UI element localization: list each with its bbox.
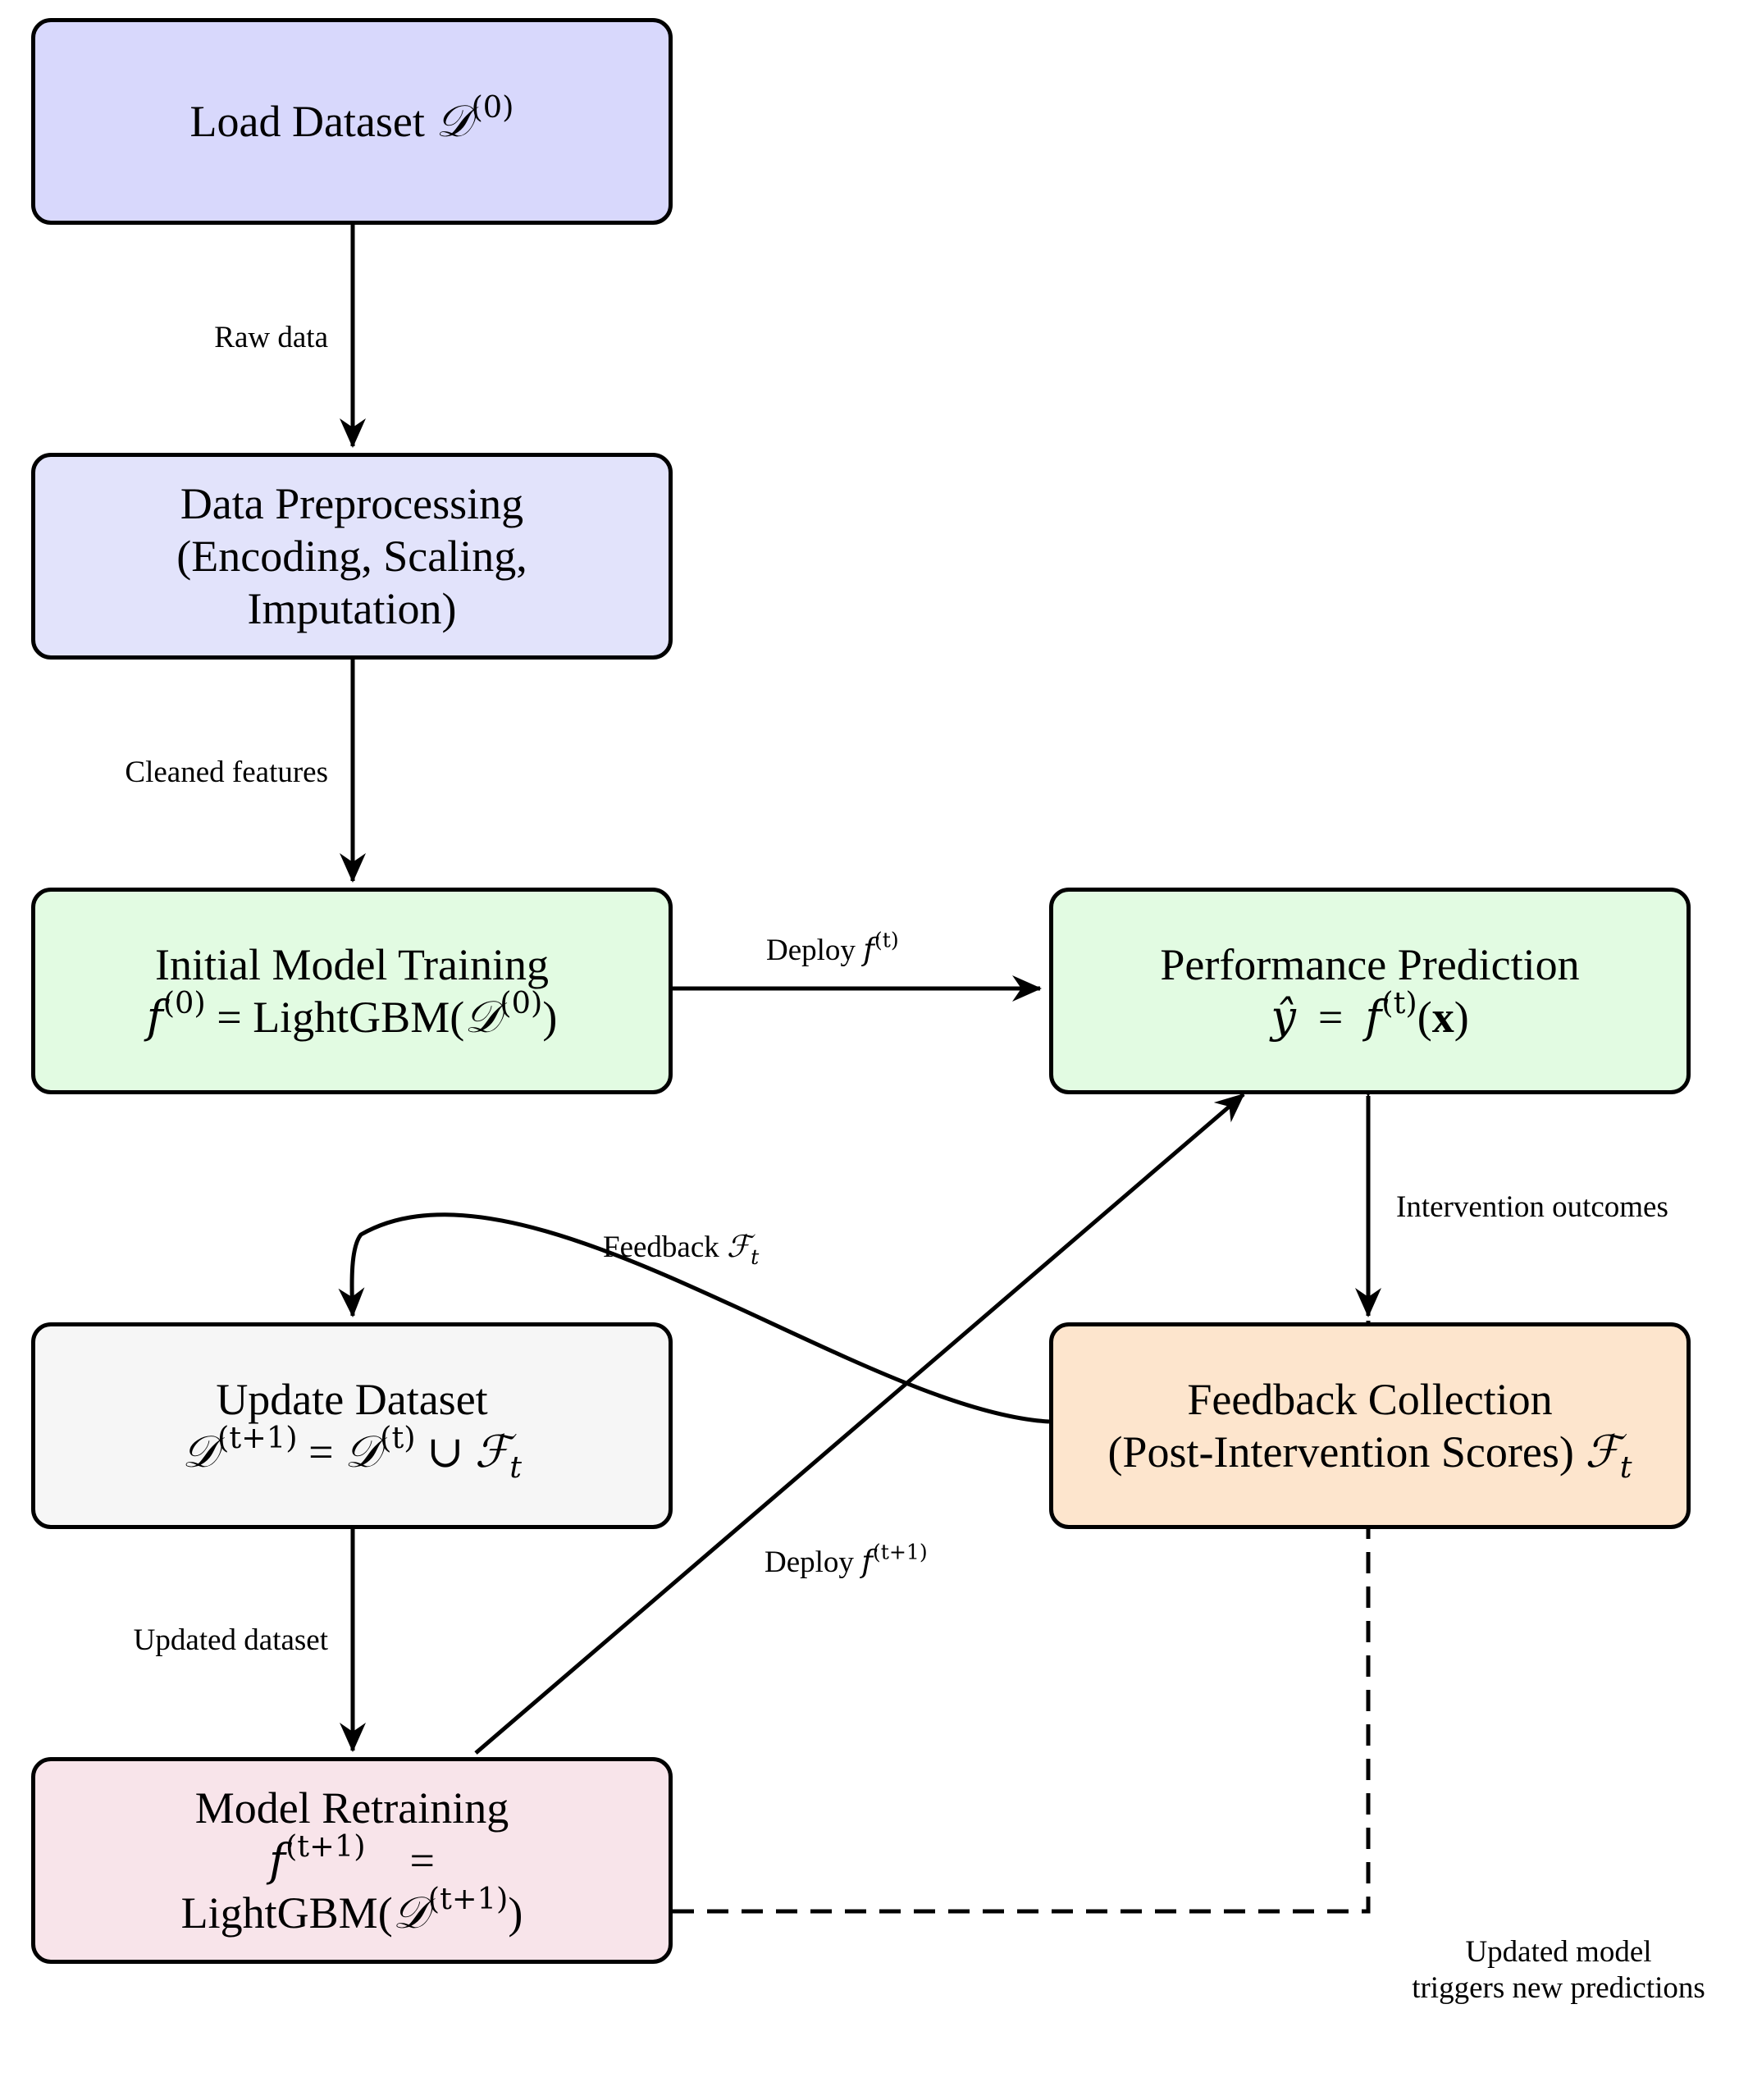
func-superscript: (t+1)	[285, 1828, 366, 1865]
edge-feedback	[338, 1212, 1050, 1424]
func-symbol: f	[146, 991, 163, 1043]
func-symbol: f	[1365, 991, 1382, 1043]
node-load-dataset: Load Dataset 𝒟(0)	[31, 18, 673, 225]
dataset-symbol: 𝒟	[345, 1426, 381, 1477]
node-data-preprocessing: Data Preprocessing (Encoding, Scaling, I…	[31, 453, 673, 660]
model-name: LightGBM(	[180, 1888, 393, 1938]
feedback-text: Feedback	[603, 1230, 719, 1264]
node-feedback-collection: Feedback Collection (Post-Intervention S…	[1049, 1322, 1691, 1529]
performance-prediction-title: Performance Prediction	[1160, 940, 1580, 989]
model-retraining-title: Model Retraining	[194, 1783, 509, 1833]
label-cleaned-features: Cleaned features	[125, 756, 328, 789]
close-paren: )	[542, 993, 558, 1042]
union-symbol: ∪	[427, 1427, 464, 1477]
performance-prediction-equation: ŷ = f(t)(x)	[1271, 988, 1469, 1043]
feedback-collection-title: Feedback Collection	[1187, 1375, 1553, 1424]
update-dataset-title: Update Dataset	[216, 1375, 488, 1424]
preprocessing-line2: (Encoding, Scaling,	[176, 532, 527, 581]
close-paren: )	[1454, 993, 1469, 1042]
label-deploy-t: Deploy f(t)	[766, 929, 899, 969]
node-model-retraining: Model Retraining f(t+1) = LightGBM(𝒟(t+1…	[31, 1757, 673, 1964]
updated-model-line1: Updated model	[1465, 1935, 1652, 1969]
label-raw-data: Raw data	[214, 321, 328, 354]
label-feedback-ft: Feedback ℱt	[603, 1229, 760, 1269]
feedback-collection-line2: (Post-Intervention Scores)	[1107, 1427, 1574, 1477]
edge-deploy-t1	[474, 1093, 1245, 1755]
func-superscript: (t)	[874, 928, 899, 952]
model-retraining-rhs: LightGBM(𝒟(t+1))	[180, 1883, 523, 1939]
update-dataset-equation: 𝒟(t+1) = 𝒟(t) ∪ ℱt	[181, 1422, 522, 1481]
dataset-symbol: 𝒟	[392, 1887, 428, 1938]
open-paren: (	[1417, 993, 1432, 1042]
dataset-superscript: (0)	[500, 985, 543, 1021]
label-intervention-outcomes: Intervention outcomes	[1396, 1190, 1668, 1224]
func-superscript: (t)	[1381, 985, 1417, 1021]
updated-model-line2: triggers new predictions	[1412, 1971, 1705, 2005]
equals-sign: =	[308, 1427, 334, 1477]
func-superscript: (0)	[162, 985, 206, 1021]
dataset-superscript: (0)	[471, 89, 514, 126]
deploy-text: Deploy	[765, 1545, 854, 1579]
dataset-superscript: (t+1)	[427, 1881, 509, 1917]
x-vector: x	[1431, 993, 1454, 1042]
initial-training-equation: f(0) = LightGBM(𝒟(0))	[146, 988, 558, 1043]
feedback-symbol: ℱ	[1585, 1426, 1620, 1477]
feedback-collection-subtitle: (Post-Intervention Scores) ℱt	[1107, 1426, 1632, 1482]
feedback-subscript: t	[509, 1449, 523, 1485]
model-name: LightGBM(	[253, 993, 465, 1042]
func-symbol: f	[863, 932, 874, 967]
initial-training-title: Initial Model Training	[154, 940, 549, 989]
deploy-text: Deploy	[766, 934, 856, 967]
node-update-dataset: Update Dataset 𝒟(t+1) = 𝒟(t) ∪ ℱt	[31, 1322, 673, 1529]
label-updated-dataset: Updated dataset	[133, 1623, 328, 1657]
equals-sign: =	[409, 1836, 435, 1885]
label-updated-model: Updated model triggers new predictions	[1378, 1934, 1739, 2006]
equals-sign: =	[217, 993, 242, 1042]
dataset-symbol: 𝒟	[436, 95, 472, 147]
dataset-superscript: (t+1)	[217, 1420, 298, 1456]
close-paren: )	[508, 1888, 523, 1938]
feedback-symbol: ℱ	[727, 1229, 751, 1264]
preprocessing-line3: Imputation)	[247, 584, 457, 633]
node-initial-model-training: Initial Model Training f(0) = LightGBM(𝒟…	[31, 888, 673, 1094]
label-deploy-t1: Deploy f(t+1)	[765, 1541, 928, 1581]
equals-sign: =	[1317, 993, 1344, 1042]
load-dataset-text: Load Dataset	[189, 97, 425, 146]
preprocessing-line1: Data Preprocessing	[180, 479, 524, 528]
func-superscript: (t+1)	[872, 1540, 928, 1564]
feedback-symbol: ℱ	[474, 1426, 510, 1477]
dataset-symbol: 𝒟	[181, 1426, 218, 1477]
feedback-subscript: t	[1619, 1449, 1632, 1485]
dataset-superscript: (t)	[380, 1420, 416, 1456]
model-retraining-lhs: f(t+1) =	[268, 1831, 435, 1887]
func-symbol: f	[861, 1544, 873, 1579]
yhat-symbol: ŷ	[1271, 991, 1296, 1043]
node-load-dataset-label: Load Dataset 𝒟(0)	[189, 92, 514, 148]
dataset-symbol: 𝒟	[464, 991, 500, 1043]
func-symbol: f	[268, 1834, 285, 1886]
feedback-subscript: t	[751, 1244, 760, 1269]
node-performance-prediction: Performance Prediction ŷ = f(t)(x)	[1049, 888, 1691, 1094]
